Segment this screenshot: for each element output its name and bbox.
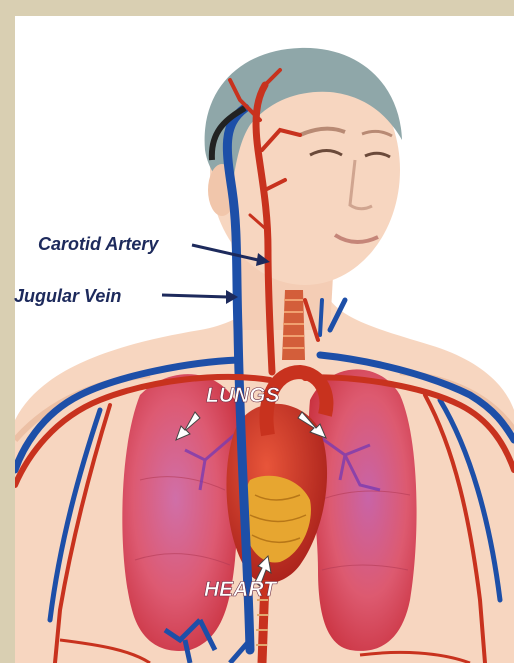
carotid-artery-label: Carotid Artery (38, 234, 159, 254)
lungs-label: LUNGS (206, 384, 280, 407)
left-lung (122, 374, 240, 651)
jugular-vein-pointer (162, 295, 228, 297)
jugular-vein-label: Jugular Vein (14, 286, 121, 306)
heart-label: HEART (204, 578, 278, 601)
